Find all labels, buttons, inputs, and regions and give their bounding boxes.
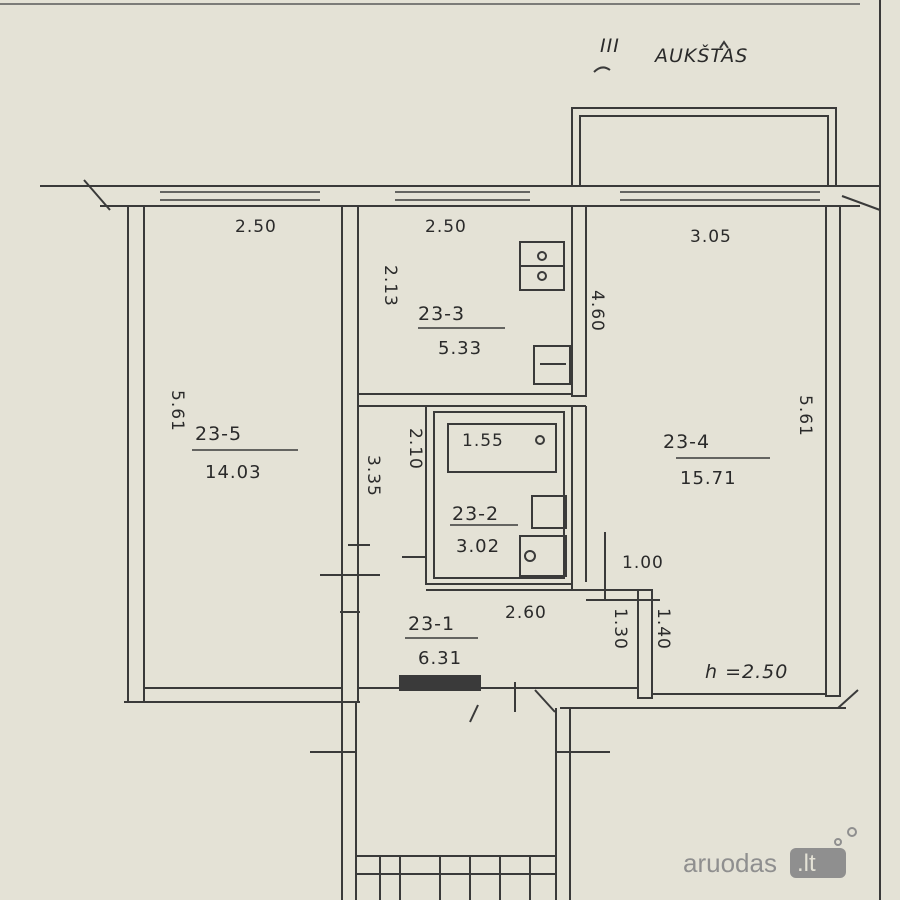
compass-mark-icon bbox=[593, 66, 611, 73]
room-23-2-width: 1.55 bbox=[462, 431, 504, 451]
watermark-brand: aruodas bbox=[683, 848, 777, 878]
room-23-2-area: 3.02 bbox=[456, 536, 500, 557]
room-23-4-length: 5.61 bbox=[795, 395, 815, 437]
walls bbox=[40, 40, 881, 900]
tick-i bbox=[469, 704, 479, 723]
room-23-4-id: 23-4 bbox=[663, 431, 710, 453]
floor-label: AUKŠTAS bbox=[653, 43, 748, 67]
hall-radiator bbox=[399, 675, 481, 691]
watermark-tld-badge bbox=[790, 848, 846, 878]
ceiling-height: h =2.50 bbox=[705, 661, 788, 683]
toilet-icon bbox=[519, 535, 567, 577]
kitchen-right-wall bbox=[571, 205, 587, 397]
watermark-tld: .lt bbox=[797, 850, 816, 877]
room-23-1-d2: 1.30 bbox=[610, 608, 630, 650]
room-23-5-id: 23-5 bbox=[195, 423, 242, 445]
kitchen-sink-icon bbox=[533, 345, 571, 385]
left-room-right-wall bbox=[341, 205, 359, 703]
room-23-2-id: 23-2 bbox=[452, 503, 499, 525]
room-23-4-other: 4.60 bbox=[587, 290, 607, 332]
room-23-5-length: 5.61 bbox=[167, 390, 187, 432]
room-23-2-length: 2.10 bbox=[405, 428, 425, 470]
bathtub-icon bbox=[447, 423, 557, 473]
room-23-5-area: 14.03 bbox=[205, 462, 262, 483]
floor-number: III bbox=[600, 35, 620, 57]
stove-burner-2 bbox=[537, 271, 547, 281]
tick-j bbox=[837, 689, 859, 709]
stove-burner-1 bbox=[537, 251, 547, 261]
room-23-3-id: 23-3 bbox=[418, 303, 465, 325]
room-23-1-d1: 1.00 bbox=[622, 553, 664, 573]
watermark-dot-icon bbox=[834, 838, 842, 846]
tick-h bbox=[534, 689, 556, 713]
room-23-5-width: 2.50 bbox=[235, 217, 277, 237]
room-23-1-length: 3.35 bbox=[363, 455, 383, 497]
room-23-3-area: 5.33 bbox=[438, 338, 482, 359]
room-23-4-area: 15.71 bbox=[680, 468, 737, 489]
watermark: aruodas .lt bbox=[683, 827, 857, 878]
watermark-dot-icon-2 bbox=[847, 827, 857, 837]
room-23-1-area: 6.31 bbox=[418, 648, 462, 669]
room-23-3-width: 2.50 bbox=[425, 217, 467, 237]
tick-k bbox=[841, 195, 881, 211]
toilet-bowl bbox=[524, 550, 536, 562]
caron-mark bbox=[719, 40, 729, 49]
room-23-1-id: 23-1 bbox=[408, 613, 455, 635]
room-23-4-width: 3.05 bbox=[690, 227, 732, 247]
room-23-1-width: 2.60 bbox=[505, 603, 547, 623]
tick-l bbox=[83, 179, 111, 211]
room-23-1-d3: 1.40 bbox=[653, 608, 673, 650]
room-23-3-length: 2.13 bbox=[380, 265, 400, 307]
bathtub-drain bbox=[535, 435, 545, 445]
right-outer-wall bbox=[825, 205, 841, 697]
hall-right-wall bbox=[637, 589, 653, 699]
washbasin-icon bbox=[531, 495, 567, 529]
